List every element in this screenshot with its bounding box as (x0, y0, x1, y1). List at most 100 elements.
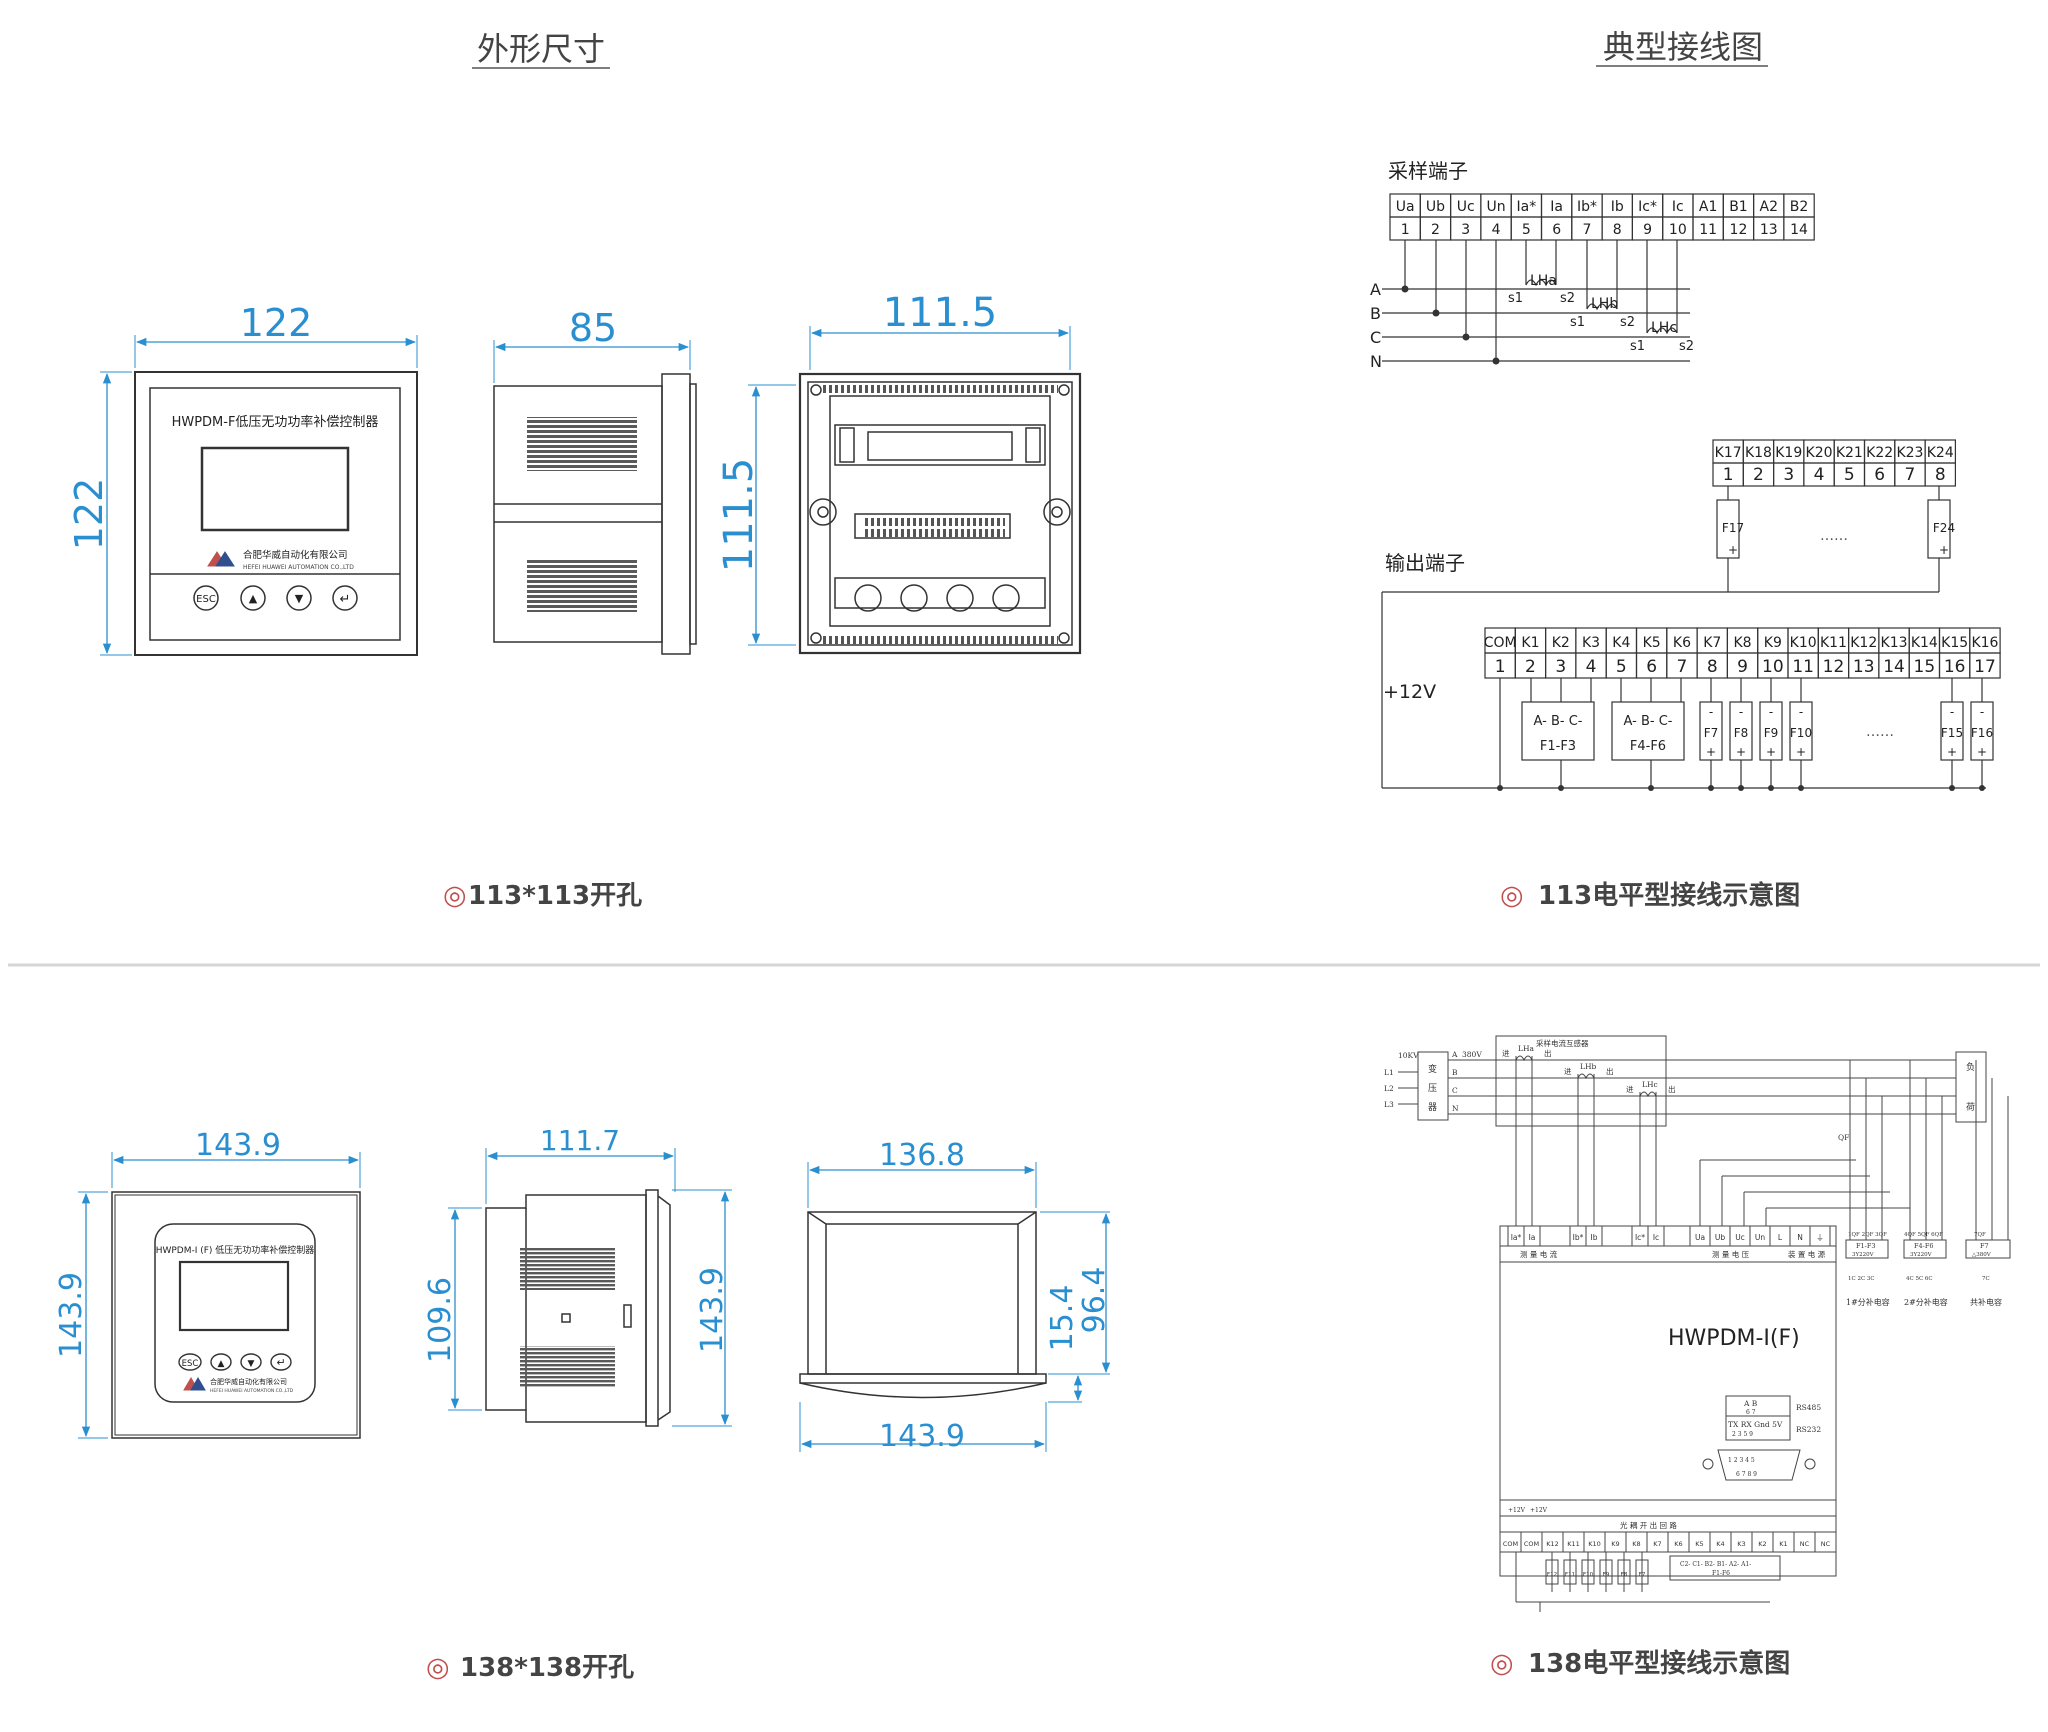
svg-text:1 2 3 4 5: 1 2 3 4 5 (1728, 1457, 1755, 1464)
group2-phases: A- B- C- (1624, 714, 1673, 729)
svg-text:3Y220V: 3Y220V (1852, 1252, 1875, 1258)
lower-terminal-number: 16 (1944, 657, 1966, 677)
svg-text:进: 进 (1626, 1085, 1634, 1094)
dimension-top-width-138: 136.8 (807, 1138, 1037, 1208)
output-fuse-label: F7 (1639, 1572, 1646, 1578)
s1-label: s1 (1570, 315, 1585, 330)
input-terminal-cell (1585, 1225, 1603, 1247)
phase-label-b: B (1370, 304, 1381, 323)
svg-text:LHb: LHb (1580, 1062, 1597, 1071)
svg-text:L2: L2 (1384, 1084, 1394, 1093)
input-terminal-name: Ic* (1635, 1233, 1645, 1242)
svg-text:+: + (1947, 745, 1957, 759)
sampling-terminal-name: B2 (1790, 199, 1809, 215)
caption-cut-138: ◎ 138*138开孔 (426, 1652, 634, 1683)
ellipsis: …… (1866, 724, 1894, 740)
sampling-terminal-number: 6 (1552, 222, 1561, 238)
lower-terminal-number: 7 (1677, 657, 1688, 677)
svg-text:出: 出 (1668, 1084, 1676, 1094)
svg-text:△380V: △380V (1972, 1252, 1992, 1258)
svg-text:143.9: 143.9 (879, 1419, 965, 1454)
dimension-side-width-138: 111.7 (485, 1124, 676, 1204)
enter-button[interactable] (270, 1353, 292, 1371)
upper-terminal-name: K18 (1745, 445, 1772, 461)
svg-text:6 7: 6 7 (1746, 1409, 1756, 1416)
wiring-138-labels: 10KV L1 L2 L3 变 压 器 A 380V B C N 采样电流互感器… (1384, 1038, 2002, 1577)
svg-text:-: - (1950, 705, 1954, 719)
lower-terminal-number: 13 (1853, 657, 1875, 677)
heading-wiring: 典型接线图 (1596, 28, 1768, 67)
sampling-terminal-name: Un (1486, 199, 1505, 215)
phase-label-a: A (1370, 280, 1381, 299)
input-terminal-name: Ia* (1511, 1233, 1522, 1242)
input-terminal-name: L (1778, 1233, 1783, 1242)
group1-fuses: F1-F3 (1540, 739, 1576, 754)
svg-text:15.4: 15.4 (1045, 1285, 1080, 1352)
caption-cut-113: ◎ 113*113开孔 (443, 880, 642, 911)
upper-terminal-number: 4 (1814, 465, 1825, 485)
s2-label: s2 (1679, 339, 1694, 354)
up-button[interactable] (210, 1353, 232, 1371)
svg-text:典型接线图: 典型接线图 (1603, 28, 1763, 66)
input-terminal-name: Ib (1591, 1233, 1598, 1242)
lower-terminal-name: K13 (1881, 635, 1908, 651)
sampling-terminal-name: Ia (1550, 199, 1563, 215)
down-button[interactable] (286, 585, 312, 611)
svg-text:-: - (1739, 705, 1743, 719)
upper-terminal-name: K17 (1715, 445, 1742, 461)
svg-text:-: - (1769, 705, 1773, 719)
svg-text:RS232: RS232 (1796, 1425, 1821, 1434)
sampling-terminal-number: 5 (1522, 222, 1531, 238)
lower-fuse-wiring (1382, 678, 1994, 789)
esc-button[interactable] (178, 1353, 202, 1371)
enter-button[interactable] (332, 585, 358, 611)
svg-text:TX RX Gnd 5V: TX RX Gnd 5V (1728, 1420, 1783, 1429)
ring-icon: ◎ (426, 1652, 450, 1683)
dimension-top-bottom-width-138: 143.9 (799, 1402, 1047, 1454)
output-terminal-block-lower: COM1K12K23K34K45K56K67K78K89K910K1011K11… (1484, 627, 2001, 679)
output-terminal-name: K5 (1695, 1540, 1703, 1548)
lower-terminal-name: K14 (1911, 635, 1938, 651)
output-terminal-name: K11 (1567, 1540, 1580, 1548)
svg-text:4C 5C 6C: 4C 5C 6C (1906, 1276, 1933, 1282)
lower-terminal-number: 10 (1762, 657, 1784, 677)
svg-text:F10: F10 (1790, 726, 1812, 740)
upper-terminal-number: 2 (1753, 465, 1764, 485)
lower-terminal-name: K10 (1790, 635, 1817, 651)
group1-phases: A- B- C- (1534, 714, 1583, 729)
sampling-terminal-number: 1 (1401, 222, 1410, 238)
upper-terminal-name: K24 (1927, 445, 1954, 461)
caption-wiring-113: ◎ 113电平型接线示意图 (1500, 880, 1800, 911)
input-terminal-name: Ub (1715, 1233, 1725, 1242)
dimension-top-depth-138: 15.4 96.4 (1040, 1211, 1112, 1403)
svg-text:7C: 7C (1982, 1276, 1990, 1282)
lower-terminal-number: 6 (1646, 657, 1657, 677)
input-terminal-name: ⏚ (1816, 1233, 1824, 1242)
sampling-terminal-name: Ua (1396, 199, 1415, 215)
lower-terminal-name: K7 (1703, 635, 1721, 651)
dimension-front-height-138: 143.9 (54, 1191, 108, 1439)
ellipsis: …… (1820, 528, 1848, 544)
wiring-138-fuse-boxes (1545, 1559, 1649, 1585)
up-button[interactable] (240, 585, 266, 611)
dimension-front-width-113: 122 (134, 301, 418, 368)
svg-text:+: + (1706, 745, 1716, 759)
plus-sign: + (1939, 543, 1949, 557)
lower-terminal-name: K3 (1582, 635, 1600, 651)
sampling-terminal-number: 9 (1643, 222, 1652, 238)
svg-text:N: N (1452, 1104, 1459, 1113)
down-arrow-icon: ▼ (248, 1359, 255, 1369)
down-button[interactable] (240, 1353, 262, 1371)
svg-text:变: 变 (1428, 1063, 1437, 1075)
svg-text:122: 122 (240, 301, 313, 345)
sampling-terminal-number: 2 (1431, 222, 1440, 238)
sampling-terminal-label: 采样端子 (1388, 159, 1468, 183)
esc-button[interactable] (193, 585, 219, 611)
svg-text:F16: F16 (1971, 726, 1993, 740)
lower-junctions (1497, 785, 1985, 791)
svg-text:出: 出 (1544, 1048, 1552, 1058)
svg-text:采样电流互感器: 采样电流互感器 (1536, 1038, 1589, 1048)
svg-text:2 3 5 9: 2 3 5 9 (1732, 1431, 1753, 1438)
